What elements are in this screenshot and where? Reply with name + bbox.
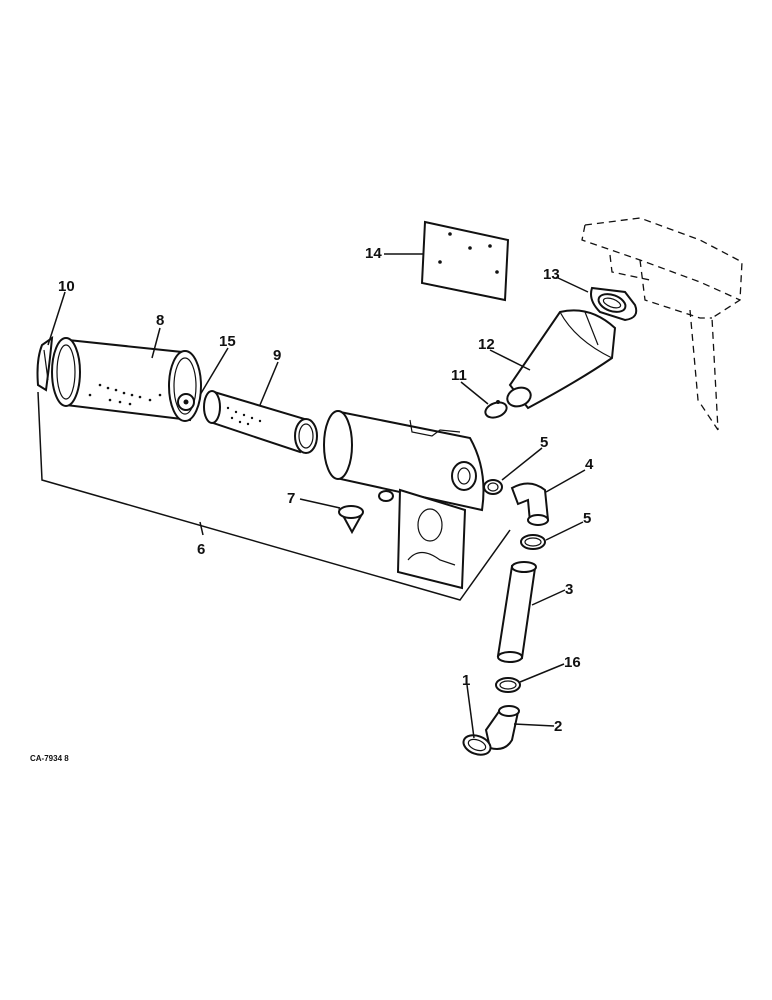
- intake-duct: [506, 309, 617, 410]
- clamp-5-upper: [483, 479, 503, 495]
- clamp-11: [484, 400, 508, 419]
- dust-valve: [338, 505, 364, 535]
- hood-outline-dashed: [581, 217, 743, 431]
- callout-4: 4: [585, 456, 594, 473]
- inner-filter-element: [203, 390, 318, 454]
- callout-5-lower: 5: [583, 510, 591, 527]
- callout-3: 3: [565, 581, 573, 598]
- callout-13: 13: [543, 266, 560, 283]
- wing-nut: [177, 393, 195, 411]
- reference-code: CA-7934 8: [30, 754, 69, 763]
- callout-12: 12: [478, 336, 495, 353]
- callout-7: 7: [287, 490, 295, 507]
- callout-16: 16: [564, 654, 581, 671]
- leader-lines: [47, 253, 589, 739]
- callout-9: 9: [273, 347, 281, 364]
- callout-10: 10: [58, 278, 75, 295]
- filter-perforations: [88, 383, 162, 406]
- callout-5-upper: 5: [540, 434, 548, 451]
- air-cleaner-body: [323, 410, 485, 590]
- callout-2: 2: [554, 718, 562, 735]
- callout-6: 6: [197, 541, 205, 558]
- outer-filter-element: [51, 337, 202, 422]
- callout-1: 1: [462, 672, 470, 689]
- callout-11: 11: [451, 367, 467, 384]
- assembly-bracket-lines: [37, 391, 511, 601]
- inner-filter-perforations: [226, 406, 262, 426]
- shield-plate: [420, 220, 510, 302]
- elbow-2: [484, 705, 520, 750]
- callout-labels: 10 8 15 9 14 13 12 11 5 4 5 7 6 3 16 1 2: [58, 245, 594, 735]
- callout-15: 15: [219, 333, 236, 350]
- clamp-16: [495, 677, 521, 693]
- tube-3: [496, 561, 537, 663]
- intake-cap: [590, 286, 638, 322]
- elbow-4: [510, 482, 550, 526]
- end-cover: [36, 335, 54, 392]
- callout-14: 14: [365, 245, 382, 262]
- hose-clamp-1: [462, 734, 492, 756]
- callout-8: 8: [156, 312, 164, 329]
- clamp-5-lower: [520, 534, 546, 550]
